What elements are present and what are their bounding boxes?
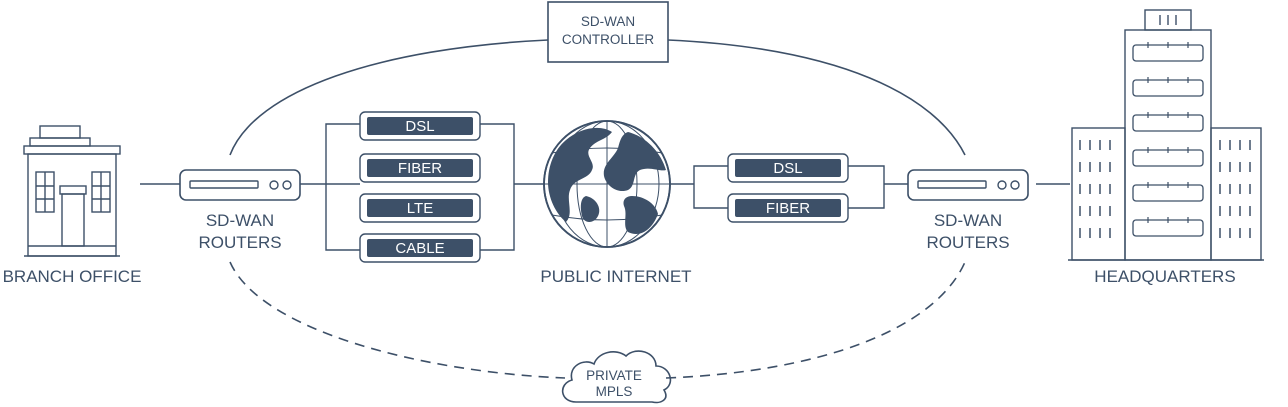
left-link-lte: LTE xyxy=(359,193,481,223)
left-router-icon xyxy=(179,169,301,201)
public-internet-label: PUBLIC INTERNET xyxy=(540,267,691,286)
left-router-label-line2: ROUTERS xyxy=(198,233,281,252)
left-link-cable-label: CABLE xyxy=(395,240,444,257)
right-links-bracket-in xyxy=(693,165,728,209)
headquarters-side-windows xyxy=(1079,140,1251,238)
branch-office-building-icon xyxy=(23,125,121,257)
headquarters-floors xyxy=(1132,42,1204,237)
controller-arc-right xyxy=(667,39,966,156)
headquarters-label: HEADQUARTERS xyxy=(1094,267,1235,286)
mpls-arc-left xyxy=(229,261,566,379)
headquarters-building-icon xyxy=(1068,9,1264,261)
left-link-dsl-label: DSL xyxy=(405,118,434,135)
right-link-dsl: DSL xyxy=(727,153,849,183)
controller-arc-left xyxy=(229,39,549,156)
left-link-cable: CABLE xyxy=(359,233,481,263)
left-link-fiber: FIBER xyxy=(359,153,481,183)
right-link-fiber: FIBER xyxy=(727,193,849,223)
right-links-bracket-out xyxy=(848,165,885,209)
public-internet-globe-icon xyxy=(543,120,671,248)
left-links-bracket-out xyxy=(480,123,515,251)
left-link-fiber-label: FIBER xyxy=(398,160,442,177)
left-link-lte-label: LTE xyxy=(407,200,433,217)
right-router-label-line2: ROUTERS xyxy=(926,233,1009,252)
left-links-bracket-in xyxy=(325,123,360,251)
controller-label-line1: SD-WAN xyxy=(581,14,635,29)
branch-office-label: BRANCH OFFICE xyxy=(3,267,142,286)
controller-label-line2: CONTROLLER xyxy=(562,32,655,47)
right-link-dsl-label: DSL xyxy=(773,160,802,177)
mpls-label-line2: MPLS xyxy=(596,384,633,399)
left-router-label-line1: SD-WAN xyxy=(206,211,274,230)
right-link-fiber-label: FIBER xyxy=(766,200,810,217)
private-mpls-cloud-icon xyxy=(561,350,672,404)
right-router-label-line1: SD-WAN xyxy=(934,211,1002,230)
left-link-dsl: DSL xyxy=(359,111,481,141)
right-router-icon xyxy=(907,169,1029,201)
mpls-arc-right xyxy=(665,261,966,379)
mpls-label-line1: PRIVATE xyxy=(586,368,642,383)
sd-wan-controller: SD-WAN CONTROLLER xyxy=(547,1,669,63)
